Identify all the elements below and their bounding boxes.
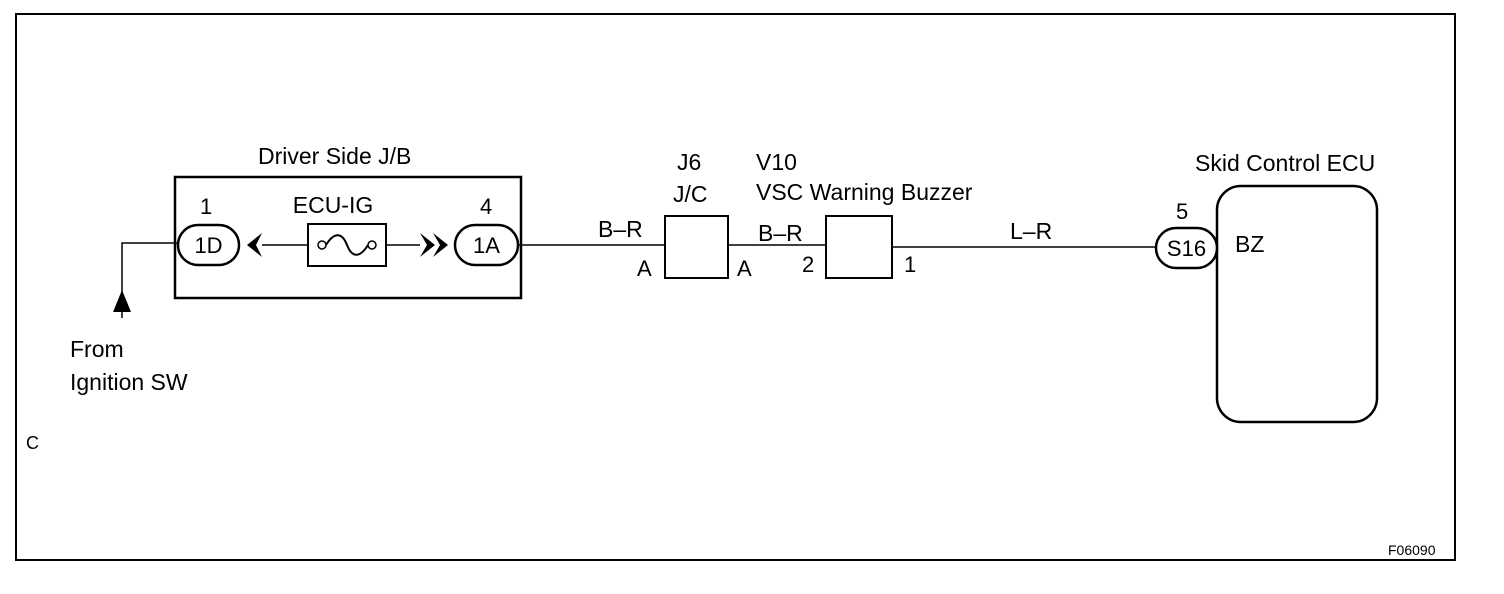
diagram-frame [15,13,1456,561]
jb-right-connector-label: 1A [473,233,500,258]
junction-connector-name: J/C [673,181,708,207]
jb-left-connector [176,223,241,267]
ecu-title: Skid Control ECU [1195,150,1375,176]
ecu-pin-number: 5 [1176,199,1188,224]
jb-right-pin-number: 4 [480,194,492,219]
jb-right-terminal-icon [420,233,435,257]
ignition-source: From Ignition SW [70,242,188,395]
figure-code: F06090 [1388,542,1436,558]
ecu-box [1215,184,1379,424]
jb-left-connector-label: 1D [194,233,222,258]
fuse-label: ECU-IG [293,192,374,218]
junction-block-title: Driver Side J/B [258,143,411,169]
junction-connector: J6 J/C A A [637,149,752,281]
wire-color-buzzer-to-ecu: L–R [1010,218,1052,244]
skid-control-ecu: Skid Control ECU 5 S16 BZ [1154,150,1379,424]
buzzer-pin-in: 2 [802,252,814,277]
junction-connector-box [664,215,729,279]
jb-right-terminal-icon-2 [433,233,448,257]
jb-left-pin-number: 1 [200,194,212,219]
buzzer-pin-out: 1 [904,252,916,277]
source-label-line1: From [70,336,124,362]
fuse-element-icon [325,234,369,256]
ecu-connector-label: S16 [1167,236,1206,261]
warning-buzzer: V10 VSC Warning Buzzer 2 1 [756,149,973,279]
corner-letter: C [26,433,39,453]
buzzer-id: V10 [756,149,797,175]
source-arrow-icon [113,290,131,312]
jb-left-terminal-icon [247,233,262,257]
junction-connector-id: J6 [677,149,701,175]
fuse-terminal-left [317,240,327,250]
wire-color-jc-to-buzzer: B–R [758,220,803,246]
jc-left-terminal: A [637,256,652,281]
junction-block: Driver Side J/B 1 1D ECU-IG 4 1A [173,143,523,300]
source-wire [121,242,180,318]
ecu-connector [1154,226,1219,270]
source-label-line2: Ignition SW [70,369,188,395]
junction-block-box [173,175,523,300]
buzzer-box [825,215,893,279]
jc-right-terminal: A [737,256,752,281]
wire-color-jb-to-jc: B–R [598,216,643,242]
fuse-terminal-right [367,240,377,250]
ecu-terminal-label: BZ [1235,231,1264,257]
buzzer-name: VSC Warning Buzzer [756,179,973,205]
